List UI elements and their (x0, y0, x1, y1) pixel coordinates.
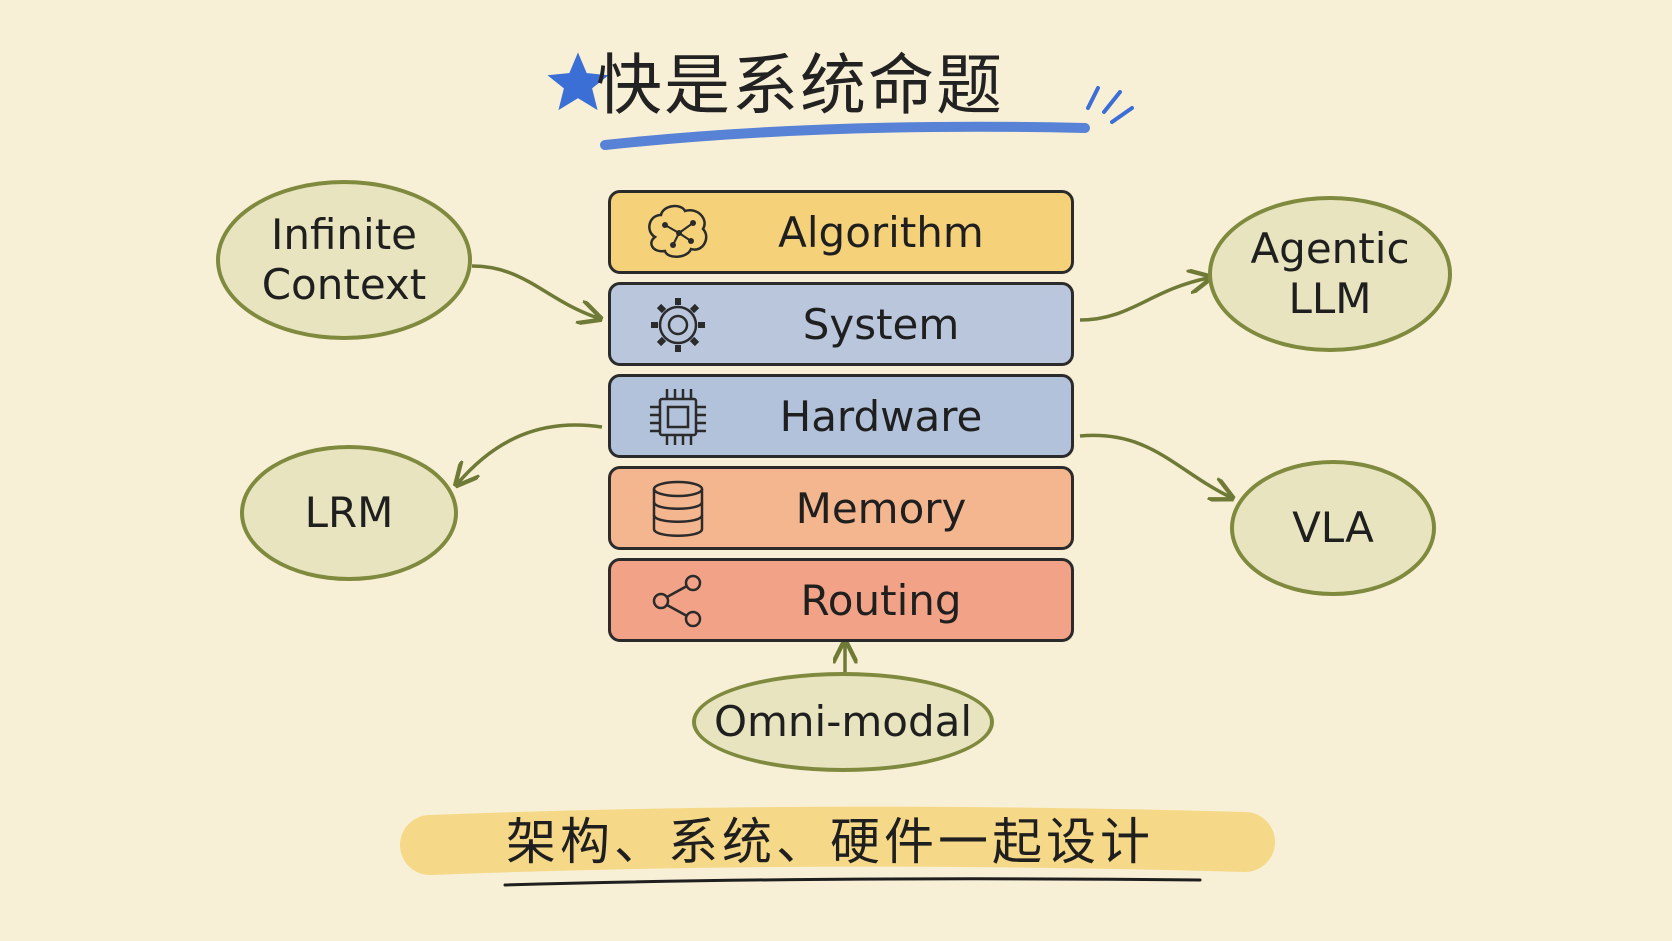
arrow-stack-to-vla (1079, 433, 1230, 497)
star-icon (547, 52, 609, 111)
node-agentic-llm: Agentic LLM (1208, 196, 1452, 352)
layer-algorithm: Algorithm (608, 190, 1074, 274)
layer-memory: Memory (608, 466, 1074, 550)
footer-caption: 架构、系统、硬件一起设计 (506, 813, 1154, 871)
sparkle-icon (1086, 86, 1134, 124)
layer-stack: Algorithm System (608, 190, 1074, 650)
layer-routing: Routing (608, 558, 1074, 642)
arrow-infinite-context-to-stack (471, 264, 598, 318)
layer-label-system: System (802, 299, 960, 349)
layer-label-algorithm: Algorithm (778, 207, 984, 257)
layer-label-memory: Memory (795, 483, 967, 533)
chip-icon (650, 389, 706, 445)
arrow-stack-to-agentic-llm (1079, 278, 1208, 322)
share-icon (652, 574, 702, 628)
footer-highlight (400, 806, 1275, 875)
layer-label-hardware: Hardware (779, 391, 983, 441)
title-underline (600, 121, 1090, 150)
layer-system: System (608, 282, 1074, 366)
brain-network-icon (648, 204, 708, 258)
footer-underline (503, 877, 1202, 887)
layer-hardware: Hardware (608, 374, 1074, 458)
node-lrm: LRM (240, 445, 458, 581)
layer-label-routing: Routing (800, 575, 962, 625)
gear-icon (651, 298, 705, 352)
page-title: 快是系统命题 (596, 47, 1004, 124)
node-infinite-context: Infinite Context (216, 180, 472, 340)
arrow-stack-to-lrm (458, 423, 603, 483)
database-icon (652, 480, 704, 537)
node-vla: VLA (1230, 460, 1436, 596)
node-omni-modal: Omni-modal (692, 672, 994, 772)
